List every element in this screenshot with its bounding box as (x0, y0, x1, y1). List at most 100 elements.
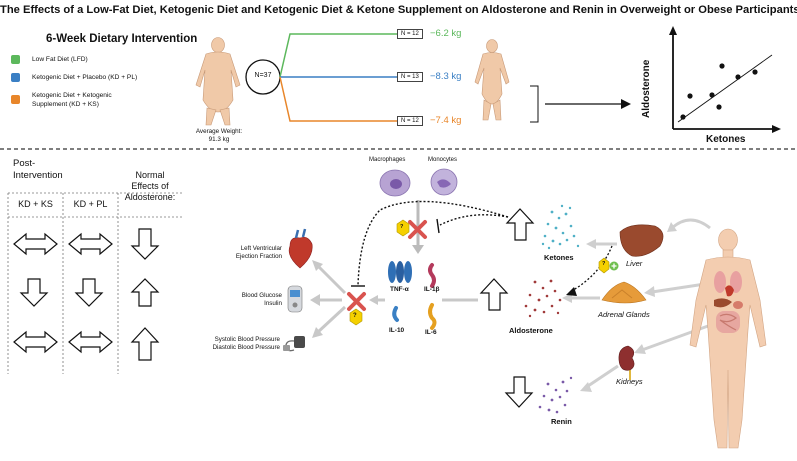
heart-icon (288, 228, 313, 269)
scatter-point (680, 114, 686, 120)
il10-icon (392, 306, 399, 322)
weight-change-kdks: −7.4 kg (430, 115, 462, 126)
scatter-point (716, 104, 722, 110)
il1b-label: IL-1β (424, 286, 440, 293)
leaner-person-figure (474, 39, 510, 121)
tnf-alpha-label: TNF-α (390, 286, 409, 293)
kidneys-label: Kidneys (616, 377, 643, 386)
il6-label: IL-6 (425, 329, 437, 336)
results-table-grid (7, 192, 182, 374)
scatter-x-label: Ketones (706, 134, 746, 145)
lvef-label-2: Ejection Fraction (235, 253, 282, 260)
aldosterone-particles (524, 279, 562, 318)
legend-label-lfd: Low Fat Diet (LFD) (32, 56, 88, 63)
table-col-kdpl: KD + PL (73, 199, 108, 209)
organ-arrows (570, 218, 711, 388)
renin-particles (538, 376, 573, 414)
table-normal-2: Effects of (131, 181, 169, 191)
arm-n-kdks: N = 12 (397, 116, 423, 126)
question-label-upper: ? (400, 224, 404, 230)
ketone-inhibition-line-lower (357, 200, 509, 286)
hexagon-question-icon-upper (396, 219, 410, 237)
liver-aldosterone-dotted (569, 245, 613, 293)
up-arrow (130, 278, 160, 307)
average-weight-label-1: Average Weight: (195, 128, 243, 135)
table-header-2: Intervention (13, 170, 63, 181)
double-arrow (68, 232, 113, 256)
branch-line-lfd (279, 33, 398, 78)
total-n-label: N=37 (254, 72, 272, 79)
tnf-alpha-icon (388, 261, 412, 283)
liver-label: Liver (626, 259, 643, 268)
monocytes-label: Monocytes (428, 157, 458, 163)
bracket (530, 85, 539, 123)
inhibition-x-icon-center (347, 292, 366, 311)
scatter-point (719, 63, 725, 69)
legend-label-kdks-2: Supplement (KD + KS) (32, 101, 99, 108)
renin-label: Renin (551, 417, 572, 426)
legend-swatch-kdks (11, 95, 20, 104)
outcome-arrows (316, 264, 478, 334)
scatter-point (709, 92, 715, 98)
table-header-1: Post- (13, 158, 36, 169)
scatter-y-label: Aldosterone (641, 59, 652, 118)
bp-label-2: Diastolic Blood Pressure (212, 344, 280, 351)
il1b-icon (428, 263, 436, 288)
glucose-label-2: Insulin (264, 300, 282, 307)
ketones-up-arrow (505, 208, 535, 241)
legend-label-kdpl: Ketogenic Diet + Placebo (KD + PL) (32, 74, 138, 81)
hexagon-question-icon-center (349, 308, 363, 326)
macrophage-icon (379, 169, 411, 197)
scatter-trend-line (677, 54, 773, 123)
scatter-point (735, 74, 741, 80)
human-body-figure (689, 228, 767, 449)
adrenal-label: Adrenal Glands (598, 310, 650, 319)
table-normal-1: Normal (135, 170, 165, 180)
bp-label-1: Systolic Blood Pressure (214, 336, 280, 343)
intervention-heading: 6-Week Dietary Intervention (46, 33, 198, 45)
weight-change-lfd: −6.2 kg (430, 28, 462, 39)
ketones-particles (541, 204, 580, 250)
blood-pressure-cuff-icon (283, 336, 305, 352)
figure-title: The Effects of a Low-Fat Diet, Ketogenic… (0, 4, 797, 16)
il10-label: IL-10 (389, 327, 405, 334)
renin-down-arrow (504, 376, 534, 408)
arm-n-kdpl: N = 13 (397, 72, 423, 82)
table-normal-3: Aldosterone: (124, 192, 176, 202)
table-arrows (13, 228, 160, 361)
arrow-head (621, 99, 631, 109)
monocyte-icon (430, 168, 458, 196)
average-weight-label-2: 91.3 kg (208, 136, 230, 143)
weight-change-kdpl: −8.3 kg (430, 71, 462, 82)
macrophages-label: Macrophages (369, 157, 406, 163)
adrenal-gland-icon (601, 281, 647, 304)
double-arrow (13, 232, 58, 256)
scatter-points (680, 63, 758, 120)
legend-swatch-kdpl (11, 73, 20, 82)
aldosterone-label: Aldosterone (509, 326, 553, 335)
internal-organs-icon (714, 271, 743, 333)
inhibition-x-icon-upper (408, 220, 427, 239)
aldosterone-up-arrow (479, 278, 509, 311)
arm-n-lfd: N = 12 (397, 29, 423, 39)
obese-person-figure (195, 37, 241, 126)
liver-icon (619, 224, 664, 257)
hexagon-question-icon-liver (598, 257, 610, 274)
ketone-inhibition-line-upper (439, 214, 509, 226)
branch-line-kdks (279, 76, 398, 122)
up-arrow (130, 327, 160, 361)
lvef-label-1: Left Ventricular (240, 245, 282, 252)
down-arrow (130, 228, 160, 260)
double-arrow (68, 330, 113, 354)
legend-label-kdks-1: Ketogenic Diet + Ketogenic (32, 92, 112, 99)
table-col-kdks: KD + KS (18, 199, 53, 209)
down-arrow (19, 278, 49, 307)
down-arrow (74, 278, 104, 307)
question-label-liver: ? (602, 261, 606, 267)
glucose-meter-icon (287, 285, 303, 313)
ketones-label: Ketones (544, 253, 574, 262)
il6-icon (428, 303, 437, 330)
legend-swatch-lfd (11, 55, 20, 64)
